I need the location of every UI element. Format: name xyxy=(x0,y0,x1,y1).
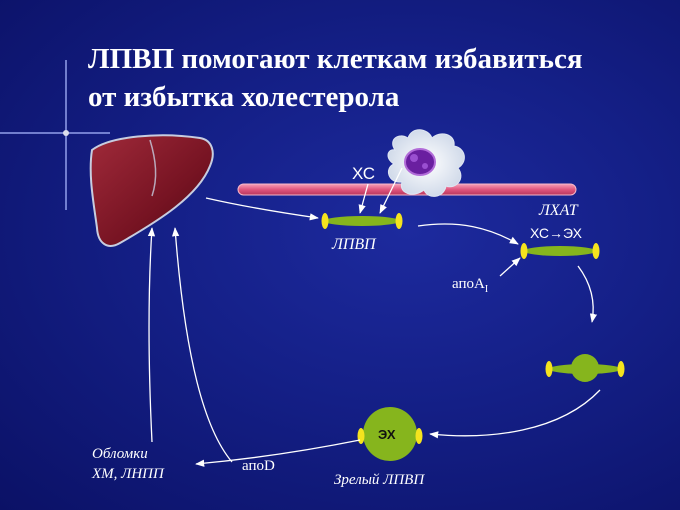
mature-core-label: ЭХ xyxy=(378,427,396,442)
arrow-intermediate-to-mature xyxy=(429,389,601,439)
arrow-lcat-to-intermediate xyxy=(577,265,598,323)
liver-icon xyxy=(89,134,214,247)
mature-hdl-particle-icon xyxy=(357,407,423,461)
arrow-xc-to-hdl-left xyxy=(358,183,369,214)
arrow-icon xyxy=(147,167,601,467)
arrow-liver-to-hdl xyxy=(205,197,319,221)
hdl-intermediate-particle-icon xyxy=(545,354,625,382)
macrophage-cell-icon xyxy=(387,129,465,197)
hdl-lcat-particle-icon xyxy=(520,243,600,259)
arrow-mature-to-liver xyxy=(171,227,233,463)
fragments-line-2: ХМ, ЛНПП xyxy=(92,466,164,482)
sparkle-decoration xyxy=(0,60,110,210)
apoa-subscript: I xyxy=(484,284,489,295)
conversion-label: ХС→ЭХ xyxy=(530,225,582,241)
title-line-1: ЛПВП помогают клеткам избавиться xyxy=(88,43,583,75)
apoa-text: апоА xyxy=(452,276,485,292)
arrow-apoa-to-lcat xyxy=(499,257,521,277)
fragments-label: Обломки ХМ, ЛНПП xyxy=(92,444,164,484)
lhat-label: ЛХАТ xyxy=(539,202,578,219)
apod-label: апоD xyxy=(242,458,275,474)
apoa-label: апоАI xyxy=(452,276,488,295)
arrow-fragments-to-liver xyxy=(147,227,156,443)
fragments-line-1: Обломки xyxy=(92,446,148,462)
lpvp-label: ЛПВП xyxy=(332,236,376,253)
title-line-2: от избытка холестерола xyxy=(88,81,400,113)
arrow-hdl-to-lcat xyxy=(417,223,519,245)
hdl-particle-icon xyxy=(321,213,403,229)
xc-label: ХС xyxy=(352,164,376,183)
arrow-mature-to-fragments xyxy=(195,439,361,467)
slide-title: ЛПВП помогают клеткам избавиться от избы… xyxy=(88,40,668,116)
arrow-cell-to-hdl xyxy=(379,167,403,214)
mature-lpvp-label: Зрелый ЛПВП xyxy=(334,472,425,488)
